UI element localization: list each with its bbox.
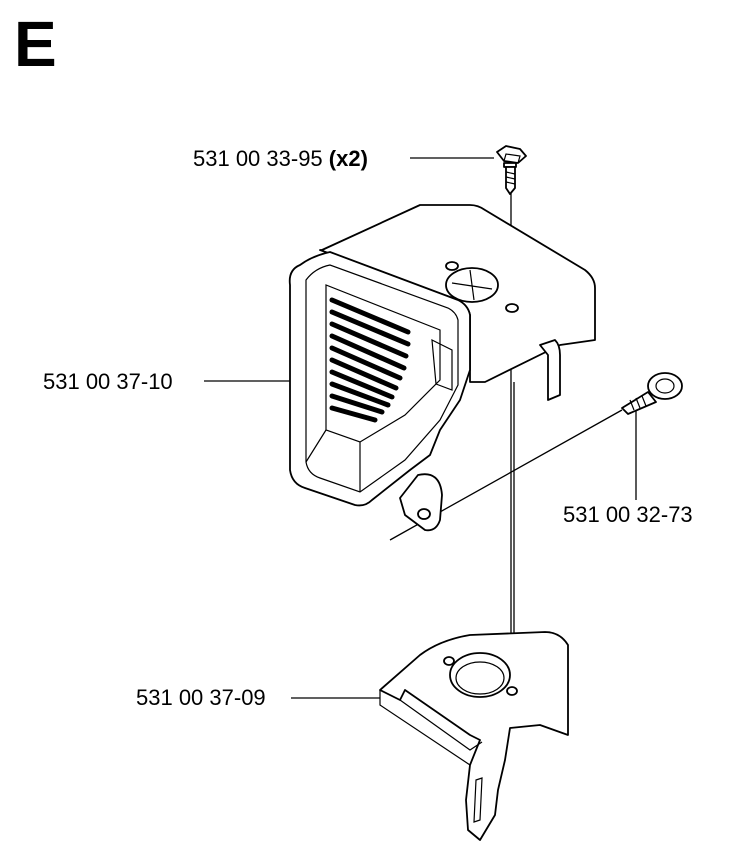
part-number: 531 00 33-95 <box>193 146 323 171</box>
section-letter: E <box>14 8 57 80</box>
part-label-side-screw[interactable]: 531 00 32-73 <box>563 502 693 527</box>
part-label-muffler-cover[interactable]: 531 00 37-10 <box>43 369 173 394</box>
part-label-bracket[interactable]: 531 00 37-09 <box>136 685 266 710</box>
part-quantity: (x2) <box>328 146 368 171</box>
side-screw <box>621 372 683 415</box>
muffler-cover <box>288 204 596 532</box>
part-label-cover-screw[interactable]: 531 00 33-95 (x2) <box>193 147 368 171</box>
bracket <box>379 631 569 841</box>
cover-screw <box>496 145 527 195</box>
